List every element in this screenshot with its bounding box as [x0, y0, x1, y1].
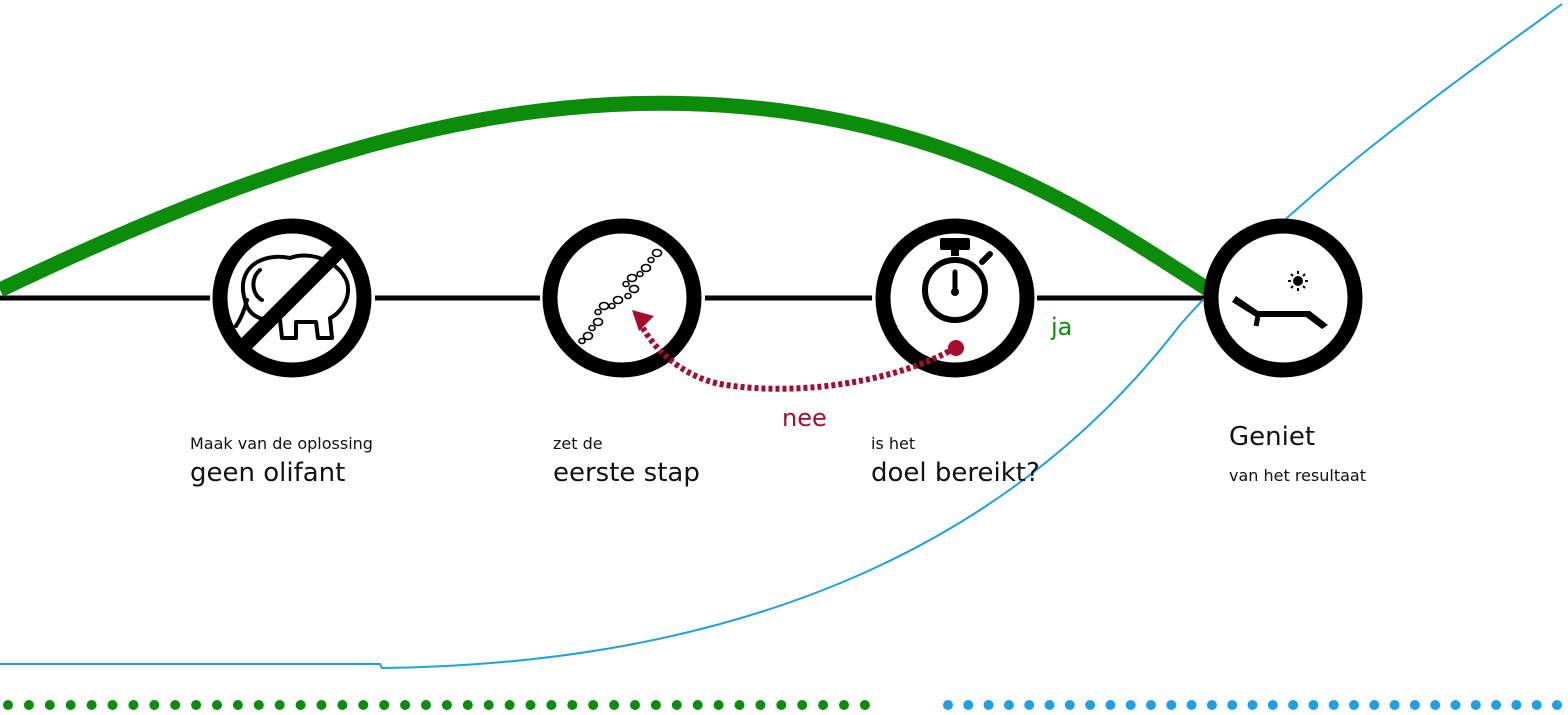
step-3-caption: is het — [871, 434, 916, 453]
dot — [1349, 700, 1359, 710]
dot — [1531, 700, 1542, 710]
dot — [1470, 700, 1481, 710]
dot — [65, 700, 76, 710]
step-1-caption: Maak van de oplossing — [190, 434, 373, 453]
dot — [1552, 700, 1562, 710]
dot — [44, 700, 55, 710]
dot — [170, 700, 181, 710]
dot — [1450, 700, 1461, 710]
dot — [818, 700, 829, 710]
step-2-caption: zet de — [553, 434, 603, 453]
dot — [316, 700, 327, 710]
dot — [1491, 700, 1502, 710]
dot — [1328, 700, 1339, 710]
dot — [1044, 700, 1055, 710]
step-2-title: eerste stap — [553, 458, 700, 488]
dot — [1085, 700, 1096, 710]
sunbed-icon — [1203, 218, 1363, 378]
dot — [295, 700, 306, 710]
dot — [212, 700, 222, 710]
dot — [839, 700, 849, 710]
dot — [107, 700, 118, 710]
dot — [1430, 700, 1441, 710]
dot — [1064, 700, 1075, 710]
dot — [253, 700, 264, 710]
dot — [713, 700, 724, 710]
dot — [567, 700, 578, 710]
yes-label: ja — [1051, 313, 1073, 341]
step-3-title: doel bereikt? — [871, 458, 1040, 488]
dot — [1003, 700, 1014, 710]
dot — [441, 700, 452, 710]
loop-back-arrow — [632, 310, 964, 392]
dot — [3, 700, 13, 710]
dot — [1288, 700, 1299, 710]
dot — [400, 700, 411, 710]
step-1-title: geen olifant — [190, 458, 346, 488]
dot — [128, 700, 139, 710]
step-4-caption: van het resultaat — [1229, 466, 1366, 485]
dot — [1267, 700, 1278, 710]
dot — [650, 700, 661, 710]
dot — [1369, 700, 1380, 710]
dot — [23, 700, 34, 710]
dot — [1389, 700, 1400, 710]
dot — [1105, 700, 1116, 710]
dot — [1125, 700, 1136, 710]
dot — [1511, 700, 1522, 710]
dot — [1227, 700, 1238, 710]
dot — [734, 700, 745, 710]
no-elephant-icon — [212, 218, 372, 378]
dot — [1146, 700, 1156, 710]
dot — [86, 700, 97, 710]
dot — [379, 700, 390, 710]
dot — [525, 700, 536, 710]
dot — [692, 700, 703, 710]
green-dotted-line — [3, 700, 870, 710]
effort-arc — [0, 95, 1217, 299]
dot — [983, 700, 994, 710]
dot — [1186, 700, 1197, 710]
dot — [462, 700, 473, 710]
dot — [274, 700, 285, 710]
dot — [546, 700, 557, 710]
stopwatch-icon — [875, 218, 1035, 378]
dot — [859, 700, 870, 710]
dot — [1308, 700, 1319, 710]
dot — [630, 700, 640, 710]
dot — [421, 700, 431, 710]
dot — [483, 700, 494, 710]
footsteps-icon — [542, 218, 702, 378]
dot — [588, 700, 599, 710]
growth-curve — [0, 3, 1563, 670]
dot — [1206, 700, 1217, 710]
blue-dotted-line — [943, 700, 1562, 710]
dot — [943, 700, 953, 710]
dot — [358, 700, 369, 710]
step-4-title: Geniet — [1229, 422, 1316, 452]
dot — [609, 700, 620, 710]
dot — [504, 700, 515, 710]
dot — [1166, 700, 1177, 710]
dot — [337, 700, 348, 710]
dot — [1024, 700, 1035, 710]
dot — [232, 700, 243, 710]
dot — [671, 700, 682, 710]
dot — [1409, 700, 1420, 710]
no-label: nee — [782, 404, 827, 432]
dot — [149, 700, 160, 710]
dot — [797, 700, 808, 710]
dot — [1247, 700, 1258, 710]
dot — [963, 700, 974, 710]
dot — [755, 700, 766, 710]
dot — [776, 700, 787, 710]
dot — [191, 700, 202, 710]
